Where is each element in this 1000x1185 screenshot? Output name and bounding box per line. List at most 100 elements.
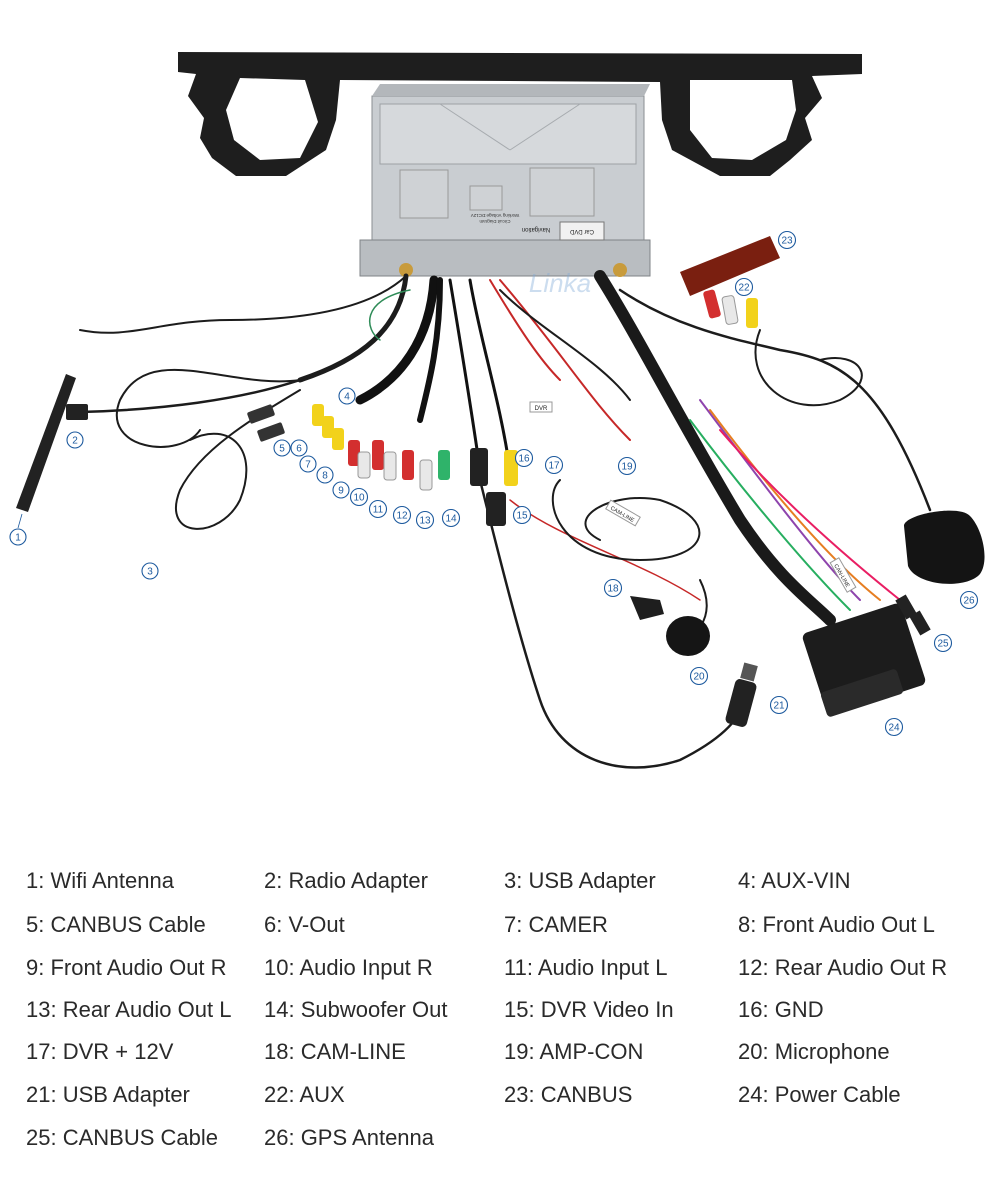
svg-text:24: 24 xyxy=(888,723,900,734)
callout-13: 13 xyxy=(415,510,435,530)
sticker-sub: Navigation xyxy=(522,226,550,232)
legend-item-17: 17: DVR + 12V xyxy=(26,1039,174,1064)
wifi-antenna xyxy=(16,374,76,512)
legend-item-16: 16: GND xyxy=(738,997,824,1022)
callout-5: 5 xyxy=(273,439,291,457)
callout-20: 20 xyxy=(689,666,709,686)
wiring-diagram: Car DVD Navigation Circuit Diagram Worki… xyxy=(9,52,985,769)
callout-1: 1 xyxy=(9,513,27,546)
tag-dvr: DVR xyxy=(535,406,548,412)
sticker-line2: Working Voltage:DC12V xyxy=(471,213,519,218)
svg-text:10: 10 xyxy=(353,493,365,504)
svg-text:22: 22 xyxy=(738,283,750,294)
legend-item-22: 22: AUX xyxy=(264,1082,345,1107)
callout-25: 25 xyxy=(933,633,953,653)
radio-adapter xyxy=(66,404,88,420)
canbus-box xyxy=(680,236,780,296)
svg-text:11: 11 xyxy=(373,505,384,516)
legend-item-5: 5: CANBUS Cable xyxy=(26,912,206,937)
legend-item-10: 10: Audio Input R xyxy=(264,955,433,980)
svg-text:13: 13 xyxy=(419,516,431,527)
legend-item-13: 13: Rear Audio Out L xyxy=(26,997,232,1022)
svg-text:4: 4 xyxy=(344,392,350,403)
legend-item-23: 23: CANBUS xyxy=(504,1082,633,1107)
svg-text:26: 26 xyxy=(963,596,975,607)
legend-item-25: 25: CANBUS Cable xyxy=(26,1125,218,1150)
callout-16: 16 xyxy=(514,448,534,468)
callout-11: 11 xyxy=(368,499,388,519)
svg-text:1: 1 xyxy=(15,533,21,544)
usb-adapter-cables xyxy=(247,404,506,526)
callout-17: 17 xyxy=(544,455,564,475)
callout-10: 10 xyxy=(349,487,369,507)
svg-text:23: 23 xyxy=(781,236,793,247)
svg-text:15: 15 xyxy=(516,511,528,522)
svg-text:25: 25 xyxy=(937,639,949,650)
callout-14: 14 xyxy=(441,508,461,528)
callout-19: 19 xyxy=(617,456,637,476)
callout-23: 23 xyxy=(777,230,797,250)
callout-12: 12 xyxy=(392,505,412,525)
svg-text:20: 20 xyxy=(693,672,705,683)
callout-24: 24 xyxy=(884,717,904,737)
rca-connectors xyxy=(312,289,758,491)
legend-item-6: 6: V-Out xyxy=(264,912,345,937)
legend-item-24: 24: Power Cable xyxy=(738,1082,901,1107)
callout-9: 9 xyxy=(332,481,350,499)
component-legend: 1: Wifi Antenna 2: Radio Adapter 3: USB … xyxy=(0,860,1000,1160)
svg-text:19: 19 xyxy=(621,462,633,473)
legend-item-2: 2: Radio Adapter xyxy=(264,868,428,893)
microphone xyxy=(630,596,710,656)
legend-item-21: 21: USB Adapter xyxy=(26,1082,190,1107)
legend-item-11: 11: Audio Input L xyxy=(504,955,668,980)
legend-item-26: 26: GPS Antenna xyxy=(264,1125,435,1150)
svg-text:6: 6 xyxy=(296,444,302,455)
legend-item-4: 4: AUX-VIN xyxy=(738,868,851,893)
canbus-plugs xyxy=(895,594,931,636)
callout-22: 22 xyxy=(734,277,754,297)
svg-text:9: 9 xyxy=(338,486,344,497)
watermark: Linka xyxy=(529,268,591,298)
usb-adapter-21 xyxy=(725,662,758,727)
svg-text:3: 3 xyxy=(147,567,153,578)
callout-15: 15 xyxy=(512,505,532,525)
callout-4: 4 xyxy=(338,387,356,405)
legend-item-12: 12: Rear Audio Out R xyxy=(738,955,948,980)
legend-item-1: 1: Wifi Antenna xyxy=(26,868,174,893)
callouts: 1 2 3 4 5 6 7 8 9 10 11 12 13 14 15 16 1… xyxy=(9,230,979,737)
callout-8: 8 xyxy=(316,466,334,484)
legend-item-7: 7: CAMER xyxy=(504,912,608,937)
cable-bundle xyxy=(78,270,932,769)
svg-text:7: 7 xyxy=(305,460,311,471)
legend-item-8: 8: Front Audio Out L xyxy=(738,912,935,937)
svg-text:8: 8 xyxy=(322,471,328,482)
gps-antenna xyxy=(904,510,985,584)
sticker-line1: Circuit Diagram xyxy=(479,219,510,224)
dash-frame xyxy=(178,52,862,176)
legend-item-14: 14: Subwoofer Out xyxy=(264,997,448,1022)
legend-item-9: 9: Front Audio Out R xyxy=(26,955,227,980)
legend-item-15: 15: DVR Video In xyxy=(504,997,674,1022)
sticker-brand: Car DVD xyxy=(569,228,594,234)
head-unit: Car DVD Navigation Circuit Diagram Worki… xyxy=(359,84,651,298)
callout-26: 26 xyxy=(959,590,979,610)
callout-3: 3 xyxy=(141,562,159,580)
power-connector xyxy=(802,603,926,717)
callout-7: 7 xyxy=(299,455,317,473)
callout-6: 6 xyxy=(290,439,308,457)
svg-text:18: 18 xyxy=(607,584,619,595)
legend-item-18: 18: CAM-LINE xyxy=(264,1039,406,1064)
svg-text:5: 5 xyxy=(279,444,285,455)
svg-text:2: 2 xyxy=(72,436,78,447)
legend-item-20: 20: Microphone xyxy=(738,1039,890,1064)
callout-18: 18 xyxy=(603,578,623,598)
callout-2: 2 xyxy=(66,431,84,449)
svg-text:17: 17 xyxy=(548,461,560,472)
callout-21: 21 xyxy=(769,695,789,715)
svg-text:16: 16 xyxy=(518,454,530,465)
svg-text:21: 21 xyxy=(773,701,785,712)
svg-text:12: 12 xyxy=(396,511,408,522)
legend-item-19: 19: AMP-CON xyxy=(504,1039,644,1064)
svg-text:14: 14 xyxy=(445,514,457,525)
legend-item-3: 3: USB Adapter xyxy=(504,868,656,893)
